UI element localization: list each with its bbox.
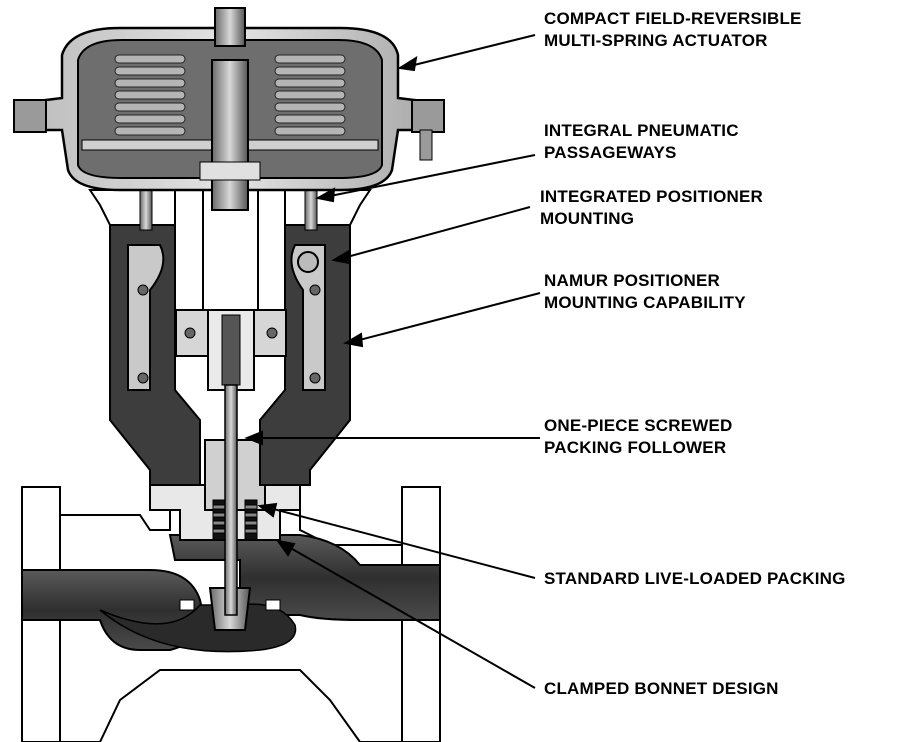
callout-passageways-line-2: PASSAGEWAYS: [544, 143, 677, 162]
callout-positioner-line-2: MOUNTING: [540, 209, 635, 228]
callout-passageways: INTEGRAL PNEUMATIC PASSAGEWAYS: [544, 120, 739, 164]
callout-positioner: INTEGRATED POSITIONER MOUNTING: [540, 186, 763, 230]
callout-follower: ONE-PIECE SCREWED PACKING FOLLOWER: [544, 415, 733, 459]
leader-lines: [244, 34, 541, 689]
callout-namur: NAMUR POSITIONER MOUNTING CAPABILITY: [544, 270, 746, 314]
callout-passageways-line-1: INTEGRAL PNEUMATIC: [544, 121, 739, 140]
yoke: [88, 184, 372, 486]
callout-positioner-line-1: INTEGRATED POSITIONER: [540, 187, 764, 206]
callout-follower-line-2: PACKING FOLLOWER: [544, 438, 727, 457]
callout-actuator-line-2: MULTI-SPRING ACTUATOR: [544, 31, 768, 50]
callout-actuator-line-1: COMPACT FIELD-REVERSIBLE: [544, 9, 802, 28]
callout-namur-line-1: NAMUR POSITIONER: [544, 271, 721, 290]
actuator-casing: [13, 7, 445, 211]
callout-packing: STANDARD LIVE-LOADED PACKING: [544, 568, 846, 590]
callout-actuator: COMPACT FIELD-REVERSIBLE MULTI-SPRING AC…: [544, 8, 802, 52]
callout-namur-line-2: MOUNTING CAPABILITY: [544, 293, 746, 312]
callout-follower-line-1: ONE-PIECE SCREWED: [544, 416, 733, 435]
callout-packing-line-1: STANDARD LIVE-LOADED PACKING: [544, 569, 846, 588]
callout-bonnet-line-1: CLAMPED BONNET DESIGN: [544, 679, 779, 698]
callout-bonnet: CLAMPED BONNET DESIGN: [544, 678, 779, 700]
